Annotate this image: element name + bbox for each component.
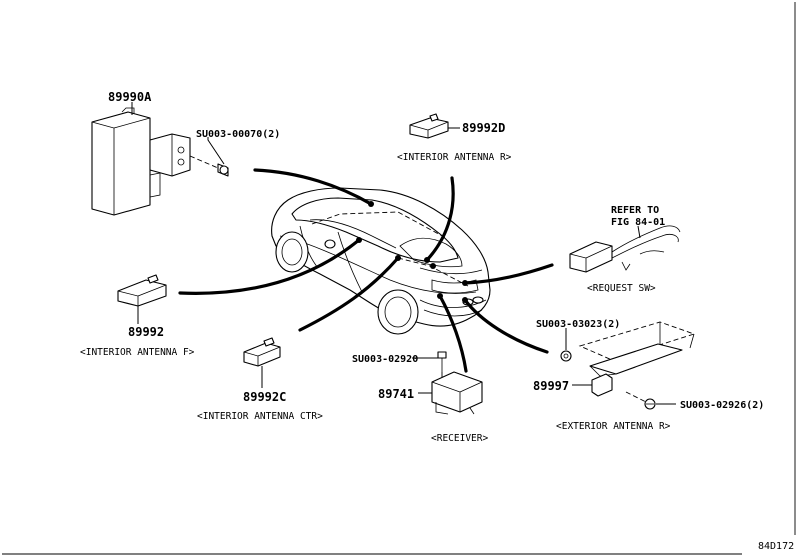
receiver-bolt xyxy=(437,351,447,382)
part-number-89992: 89992 xyxy=(128,325,164,339)
part-number-89741: 89741 xyxy=(378,387,414,401)
hardware-su003-02926: SU003-02926(2) xyxy=(680,400,764,411)
exterior-antenna-bracket xyxy=(578,321,696,397)
car-illustration xyxy=(271,187,491,335)
receiver-module xyxy=(431,371,483,415)
interior-antenna-r xyxy=(409,113,449,139)
caption-interior-antenna-f: <INTERIOR ANTENNA F> xyxy=(80,347,195,358)
caption-request-sw: <REQUEST SW> xyxy=(587,283,656,294)
part-number-89990a: 89990A xyxy=(108,90,152,104)
caption-interior-antenna-r: <INTERIOR ANTENNA R> xyxy=(397,152,512,163)
refer-to-label: REFER TO xyxy=(611,205,659,216)
callout-lines xyxy=(178,168,554,373)
ext-antenna-screw xyxy=(625,391,656,410)
ecu-module xyxy=(91,107,191,216)
part-number-89997: 89997 xyxy=(533,379,569,393)
interior-antenna-ctr xyxy=(243,337,281,367)
ecu-screw xyxy=(189,155,229,177)
caption-exterior-antenna-r: <EXTERIOR ANTENNA R> xyxy=(556,421,671,432)
caption-interior-antenna-ctr: <INTERIOR ANTENNA CTR> xyxy=(197,411,323,422)
hardware-su003-02920: SU003-02920 xyxy=(352,354,418,365)
part-number-89992d: 89992D xyxy=(462,121,505,135)
caption-receiver: <RECEIVER> xyxy=(431,433,488,444)
hardware-su003-00070: SU003-00070(2) xyxy=(196,129,280,140)
hardware-su003-03023: SU003-03023(2) xyxy=(536,319,620,330)
interior-antenna-f xyxy=(117,274,167,307)
diagram-id: 84D172 xyxy=(758,541,794,552)
request-switch xyxy=(569,225,681,273)
part-number-89992c: 89992C xyxy=(243,390,286,404)
ext-antenna-clip xyxy=(560,350,572,362)
refer-figure-label: FIG 84-01 xyxy=(611,217,665,228)
